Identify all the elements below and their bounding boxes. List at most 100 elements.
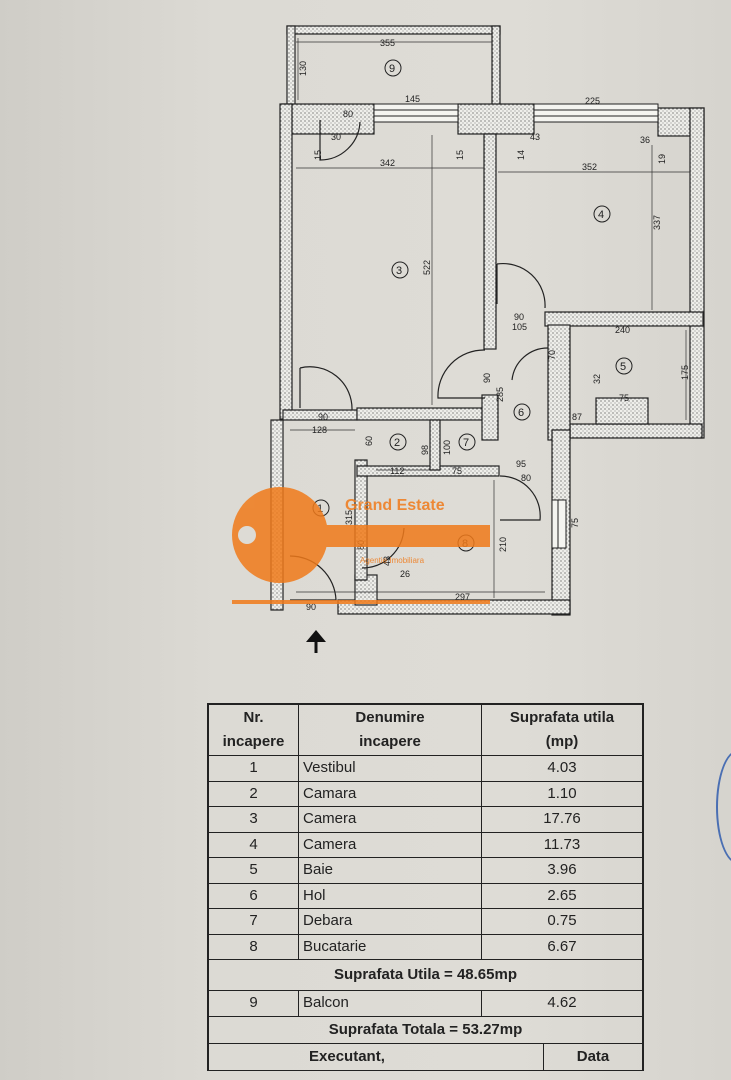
dim-label: 210	[498, 537, 508, 552]
executant-label: Executant,	[209, 1043, 544, 1070]
table-row: 6 Hol 2.65	[209, 883, 642, 909]
dim-label: 60	[364, 436, 374, 446]
dim-label: 315	[344, 510, 354, 525]
dim-label: 15	[455, 150, 465, 160]
cell-nr: 1	[209, 756, 299, 781]
room-number: 6	[518, 407, 524, 419]
dimension-labels: 355 130 80 145 225 30 43 36 15 342 15 14…	[298, 38, 690, 612]
header-nr: Nr. incapere	[209, 705, 299, 755]
cell-name: Balcon	[299, 991, 482, 1016]
header-area: Suprafata utila (mp)	[509, 709, 615, 750]
table-row: 2 Camara 1.10	[209, 781, 642, 807]
dim-label: 355	[380, 38, 395, 48]
cell-name: Vestibul	[299, 756, 482, 781]
cell-name: Debara	[299, 909, 482, 934]
dim-label: 145	[405, 94, 420, 104]
room-number: 7	[463, 437, 469, 449]
usable-total: Suprafata Utila = 48.65mp	[334, 966, 517, 983]
dim-label: 15	[313, 150, 323, 160]
cell-nr: 4	[209, 832, 299, 857]
table-row: 8 Bucatarie 6.67	[209, 934, 642, 960]
floor-plan: 355 130 80 145 225 30 43 36 15 342 15 14…	[232, 25, 705, 653]
table-row: 3 Camera 17.76	[209, 807, 642, 833]
dim-label: 19	[657, 154, 667, 164]
cell-area: 4.03	[547, 759, 577, 776]
cell-name: Camera	[299, 832, 482, 857]
dim-label: 70	[547, 350, 557, 360]
cell-nr: 5	[209, 858, 299, 883]
watermark-brand: Grand Estate	[345, 497, 445, 514]
dim-label: 90	[318, 412, 328, 422]
cell-name: Bucatarie	[299, 934, 482, 959]
dim-label: 105	[512, 322, 527, 332]
dim-label: 90	[482, 373, 492, 383]
dim-label: 130	[298, 61, 308, 76]
cell-nr: 6	[209, 883, 299, 908]
dim-label: 98	[420, 445, 430, 455]
watermark-tagline: Agentie Imobiliara	[360, 556, 425, 565]
room-number: 4	[598, 209, 604, 221]
cell-area: 1.10	[547, 784, 577, 802]
cell-area: 11.73	[543, 835, 581, 853]
cell-nr: 2	[209, 781, 299, 806]
room-number: 9	[389, 63, 395, 75]
footer-row: Executant, Data	[209, 1043, 642, 1071]
windows	[373, 103, 659, 549]
dim-label: 75	[452, 466, 462, 476]
date-label: Data	[576, 1047, 610, 1065]
dim-label: 14	[516, 150, 526, 160]
cell-area: 6.67	[547, 937, 577, 955]
dim-label: 26	[400, 569, 410, 579]
cell-name: Hol	[299, 883, 482, 908]
balcony-row: 9 Balcon 4.62	[209, 991, 642, 1017]
cell-nr: 3	[209, 807, 299, 832]
dim-label: 75	[619, 393, 629, 403]
dim-label: 225	[585, 96, 600, 106]
dim-label: 90	[306, 602, 316, 612]
cell-area: 17.76	[543, 810, 581, 827]
cell-nr: 7	[209, 909, 299, 934]
watermark-logo: Grand Estate Agentie Imobiliara	[232, 487, 490, 604]
room-number: 5	[620, 361, 626, 373]
dim-label: 30	[331, 132, 341, 142]
dim-label: 87	[572, 412, 582, 422]
cell-area: 4.62	[547, 994, 577, 1011]
dim-label: 95	[516, 459, 526, 469]
dim-label: 80	[343, 109, 353, 119]
table-row: 7 Debara 0.75	[209, 909, 642, 935]
cell-name: Camera	[299, 807, 482, 832]
cell-area: 2.65	[547, 886, 577, 904]
dim-label: 43	[530, 132, 540, 142]
room-number: 2	[394, 437, 400, 449]
walls	[270, 25, 705, 616]
grand-total: Suprafata Totala = 53.27mp	[328, 1020, 523, 1038]
dim-label: 128	[312, 425, 327, 435]
room-numbers	[312, 59, 633, 552]
dim-label: 112	[390, 466, 404, 476]
dim-label: 175	[680, 365, 690, 380]
dim-label: 100	[442, 440, 452, 455]
entrance-arrow-icon	[306, 630, 326, 653]
dim-label: 342	[380, 158, 395, 168]
header-name: Denumire incapere	[299, 705, 482, 755]
dim-label: 75	[570, 518, 580, 528]
table-row: 5 Baie 3.96	[209, 858, 642, 884]
room-number: 3	[396, 265, 402, 277]
table-row: 1 Vestibul 4.03	[209, 756, 642, 782]
dim-label: 90	[514, 312, 524, 322]
usable-total-row: Suprafata Utila = 48.65mp	[209, 960, 642, 991]
dim-label: 297	[455, 592, 470, 602]
doors	[289, 120, 549, 601]
dim-label: 43	[382, 556, 392, 566]
cell-nr: 8	[209, 934, 299, 959]
dim-label: 240	[615, 325, 630, 335]
grand-total-row: Suprafata Totala = 53.27mp	[209, 1017, 642, 1044]
cell-area: 3.96	[547, 861, 577, 878]
cell-area: 0.75	[547, 912, 577, 929]
cell-name: Camara	[299, 781, 482, 806]
cell-name: Baie	[299, 858, 482, 883]
table-header: Nr. incapere Denumire incapere Suprafata…	[209, 705, 642, 756]
dimension-lines	[290, 38, 690, 598]
dim-label: 285	[495, 387, 505, 402]
dim-label: 36	[640, 135, 650, 145]
